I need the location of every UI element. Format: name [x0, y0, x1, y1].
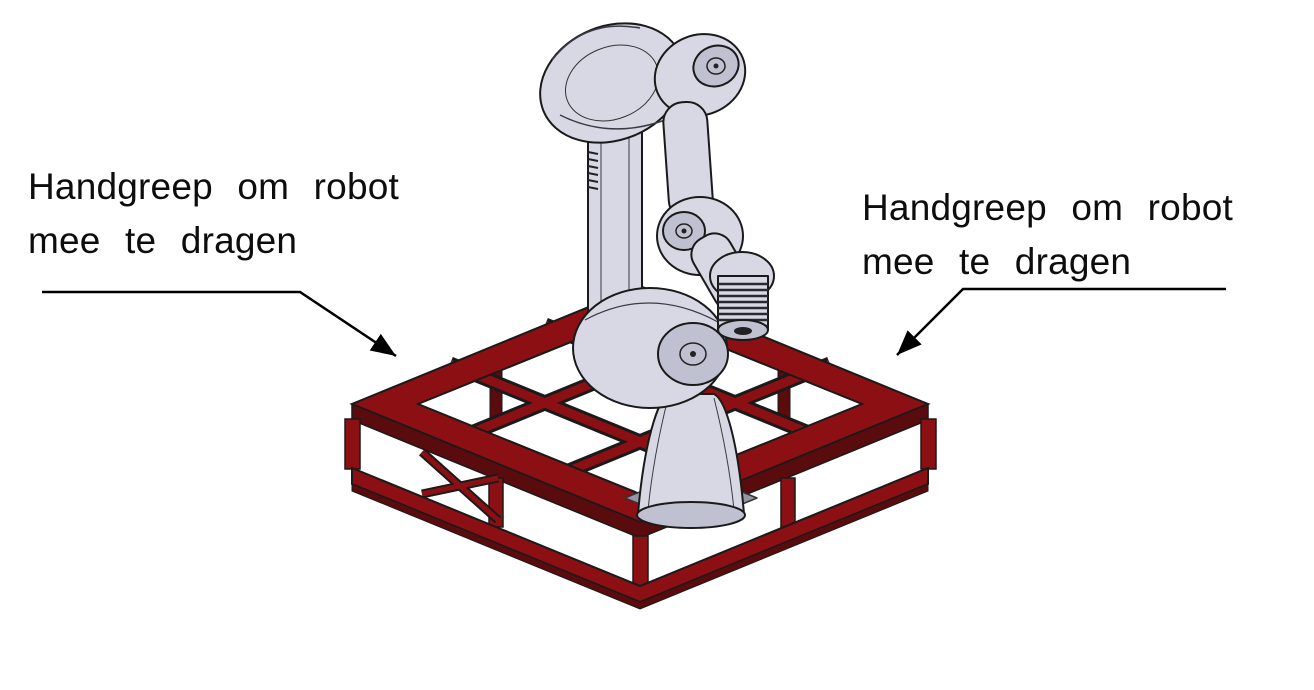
- right-annotation-line1: Handgreep om robot: [862, 187, 1233, 228]
- robot-shoulder-joint: [572, 287, 729, 409]
- left-leader-arrow: [42, 290, 397, 358]
- frame-braces: [418, 448, 502, 524]
- column-rib-lines: [587, 151, 599, 190]
- right-annotation: Handgreep om robot mee te dragen: [862, 181, 1233, 289]
- right-annotation-line2: mee te dragen: [862, 241, 1132, 282]
- frame-post: [920, 418, 937, 470]
- robot-top-assembly: [539, 22, 747, 144]
- right-leader-arrow: [896, 287, 1226, 356]
- tool-tip-hole: [734, 327, 752, 335]
- robot-end-effector: [709, 251, 775, 341]
- frame-post: [632, 535, 649, 588]
- frame-brace: [421, 475, 499, 497]
- frame-post: [780, 477, 796, 528]
- base-flange: [636, 501, 746, 529]
- frame-bottom-rim-lip: [351, 483, 929, 610]
- left-annotation-line2: mee te dragen: [28, 220, 298, 261]
- frame-post: [344, 418, 361, 470]
- robot-arm: [539, 22, 775, 529]
- left-annotation: Handgreep om robot mee te dragen: [28, 160, 399, 268]
- left-annotation-line1: Handgreep om robot: [28, 166, 399, 207]
- robot-base: [636, 393, 746, 529]
